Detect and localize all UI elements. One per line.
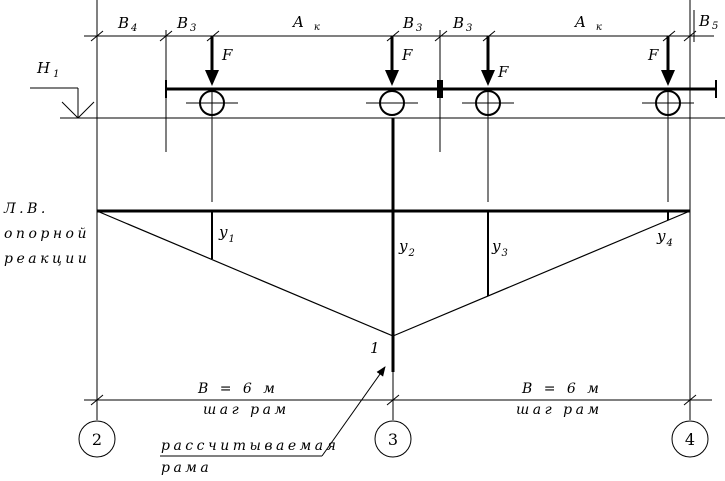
influence-line-title-2: опорной xyxy=(4,226,90,242)
wheel-1 xyxy=(186,90,238,202)
dimension-tick xyxy=(683,394,697,406)
wheel-3 xyxy=(462,90,514,202)
wheel-4 xyxy=(642,90,694,202)
span-length-left: B = 6 м xyxy=(197,381,278,397)
ordinate-label-y2: y2 xyxy=(398,237,415,259)
span-length-right: B = 6 м xyxy=(521,381,602,397)
svg-text:3: 3 xyxy=(388,430,398,449)
frame-label-2: рама xyxy=(161,460,212,476)
wheel-2 xyxy=(366,90,418,116)
load-label-2: F xyxy=(401,46,413,64)
bottom-dimension-chain xyxy=(84,394,712,406)
dimension-tick xyxy=(386,394,400,406)
axis-marker-2: 2 xyxy=(78,420,116,458)
load-label-3: F xyxy=(497,63,509,81)
influence-line-title-1: Л.В. xyxy=(3,201,49,217)
load-label-4: F xyxy=(647,46,659,64)
load-arrow-4 xyxy=(661,36,675,86)
ordinate-label-y4: y4 xyxy=(656,227,673,249)
influence-line xyxy=(96,118,691,372)
frame-leader xyxy=(160,366,386,457)
axis-marker-4: 4 xyxy=(671,420,709,458)
loads xyxy=(205,36,675,86)
dimension-tick xyxy=(90,30,104,42)
dimension-tick xyxy=(434,30,448,42)
svg-text:2: 2 xyxy=(92,430,102,449)
influence-line-title-3: реакции xyxy=(4,251,90,267)
rail-joint xyxy=(437,80,443,98)
span-caption-right: шаг рам xyxy=(516,402,603,418)
dimension-tick xyxy=(90,394,104,406)
ordinate-label-y1: y1 xyxy=(218,223,235,245)
load-arrow-3 xyxy=(481,36,495,86)
peak-value-label: 1 xyxy=(370,339,380,357)
load-arrow-1 xyxy=(205,36,219,86)
crane-wheels xyxy=(186,90,694,202)
span-caption-left: шаг рам xyxy=(203,402,290,418)
svg-text:4: 4 xyxy=(685,430,695,449)
load-label-1: F xyxy=(221,46,233,64)
load-arrow-2 xyxy=(385,36,399,86)
ordinate-label-y3: y3 xyxy=(491,237,508,259)
axis-marker-3: 3 xyxy=(374,420,412,458)
crane-rail xyxy=(165,80,717,98)
frame-label-1: рассчитываемая xyxy=(161,438,339,454)
